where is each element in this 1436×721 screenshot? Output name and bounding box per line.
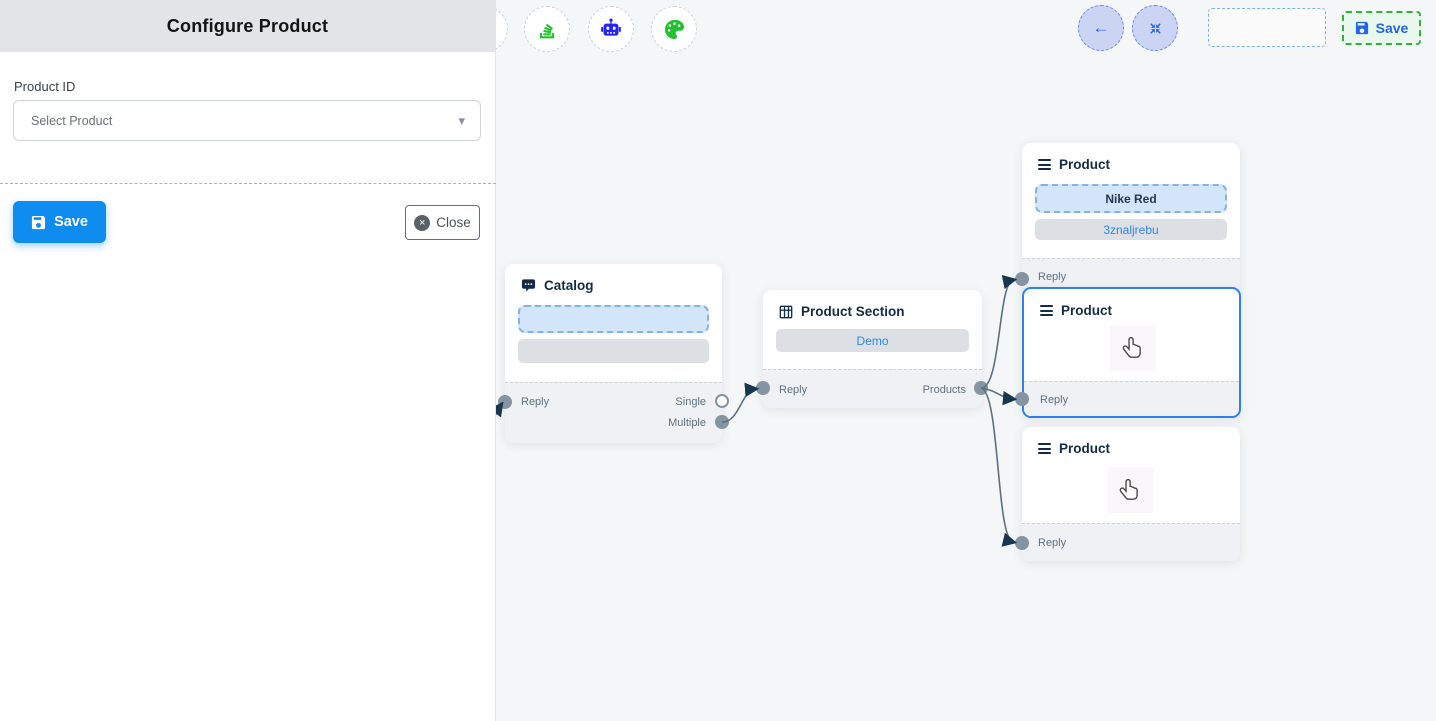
reply-port-label: Reply xyxy=(779,383,808,396)
panel-header: Configure Product xyxy=(0,0,495,52)
reply-port-label: Reply xyxy=(1038,537,1067,549)
palette-icon xyxy=(663,18,686,41)
reply-port-label: Reply xyxy=(1040,393,1069,406)
chat-bubble-icon xyxy=(521,278,536,293)
node-catalog[interactable]: Catalog Reply Single Multiple xyxy=(505,264,722,443)
node-product-section-header[interactable]: Product Section xyxy=(763,290,982,327)
node-catalog-footer: Reply Single Multiple xyxy=(505,382,722,443)
flow-canvas[interactable]: ← Save Catalog xyxy=(496,0,1436,721)
close-icon: × xyxy=(414,214,431,231)
node-product-2[interactable]: Product Reply xyxy=(1022,287,1241,418)
port-catalog-single-out[interactable] xyxy=(715,394,729,408)
hand-cursor-icon xyxy=(1110,325,1156,371)
back-button[interactable]: ← xyxy=(1078,5,1124,51)
toolbar-button-theme[interactable] xyxy=(651,6,697,52)
canvas-save-button[interactable]: Save xyxy=(1342,11,1421,45)
edge-products-to-product-1 xyxy=(980,274,1018,389)
select-placeholder: Select Product xyxy=(31,113,113,128)
save-icon xyxy=(1355,21,1369,35)
node-title: Product Section xyxy=(801,304,905,319)
toolbar-button-hidden[interactable] xyxy=(496,6,508,52)
save-button[interactable]: Save xyxy=(13,201,106,243)
node-product-1-header[interactable]: Product xyxy=(1022,143,1240,180)
empty-dashed-placeholder[interactable] xyxy=(1208,8,1326,47)
node-product-1[interactable]: Product Nike Red 3znaljrebu Reply xyxy=(1022,143,1240,293)
save-button-label: Save xyxy=(54,214,88,230)
robot-icon xyxy=(599,17,623,41)
toolbar-button-bot[interactable] xyxy=(588,6,634,52)
product-1-id-slot[interactable]: 3znaljrebu xyxy=(1035,219,1227,240)
left-arrow-icon: ← xyxy=(1092,18,1110,37)
reply-port-label: Reply xyxy=(521,395,550,408)
hand-cursor-icon xyxy=(1107,467,1153,513)
product-1-name: Nike Red xyxy=(1105,191,1157,206)
menu-icon xyxy=(1038,159,1051,170)
node-product-3-footer: Reply xyxy=(1022,523,1240,561)
menu-icon xyxy=(1038,443,1051,454)
node-title: Product xyxy=(1059,441,1111,456)
product-1-name-slot[interactable]: Nike Red xyxy=(1035,184,1227,213)
canvas-save-label: Save xyxy=(1375,20,1409,36)
compress-icon xyxy=(1148,21,1163,36)
node-product-section-footer: Reply Products xyxy=(763,369,982,408)
port-product-3-reply-in[interactable] xyxy=(1015,536,1029,550)
save-icon xyxy=(31,215,46,230)
configure-product-panel: Configure Product Product ID Select Prod… xyxy=(0,0,496,721)
fit-view-button[interactable] xyxy=(1132,5,1178,51)
chevron-down-icon: ▾ xyxy=(458,112,465,128)
edge-offscreen-to-catalog xyxy=(496,401,504,418)
product-1-id: 3znaljrebu xyxy=(1103,222,1159,237)
section-item-label: Demo xyxy=(856,333,889,348)
table-grid-icon xyxy=(779,305,793,319)
stack-icon xyxy=(536,18,558,40)
node-product-3-header[interactable]: Product xyxy=(1022,427,1240,464)
close-button-label: Close xyxy=(436,215,471,230)
port-product-section-products-out[interactable] xyxy=(974,381,988,395)
port-product-section-reply-in[interactable] xyxy=(756,381,770,395)
close-button[interactable]: × Close xyxy=(405,205,480,240)
port-product-2-reply-in[interactable] xyxy=(1015,392,1029,406)
multiple-port-label: Multiple xyxy=(668,416,706,429)
node-title: Catalog xyxy=(544,278,594,293)
node-title: Product xyxy=(1059,157,1111,172)
node-product-2-footer: Reply xyxy=(1024,381,1239,416)
toolbar-button-stack[interactable] xyxy=(524,6,570,52)
menu-icon xyxy=(1040,305,1053,316)
product-id-label: Product ID xyxy=(14,79,76,94)
node-product-3[interactable]: Product Reply xyxy=(1022,427,1240,561)
catalog-message-slot[interactable] xyxy=(518,305,709,333)
port-product-1-reply-in[interactable] xyxy=(1015,272,1029,286)
reply-port-label: Reply xyxy=(1038,270,1067,283)
panel-title: Configure Product xyxy=(166,15,329,36)
port-catalog-reply-in[interactable] xyxy=(498,395,512,409)
product-id-select[interactable]: Select Product ▾ xyxy=(13,100,481,141)
catalog-body-slot[interactable] xyxy=(518,339,709,363)
section-item-demo[interactable]: Demo xyxy=(776,329,969,352)
products-port-label: Products xyxy=(922,383,966,396)
single-port-label: Single xyxy=(675,395,706,408)
edge-products-to-product-3 xyxy=(980,387,1018,547)
node-product-section[interactable]: Product Section Demo Reply Products xyxy=(763,290,982,408)
divider xyxy=(0,183,496,184)
port-catalog-multiple-out[interactable] xyxy=(715,415,729,429)
node-catalog-header[interactable]: Catalog xyxy=(505,264,722,301)
node-product-2-header[interactable]: Product xyxy=(1024,289,1239,326)
node-title: Product xyxy=(1061,303,1113,318)
